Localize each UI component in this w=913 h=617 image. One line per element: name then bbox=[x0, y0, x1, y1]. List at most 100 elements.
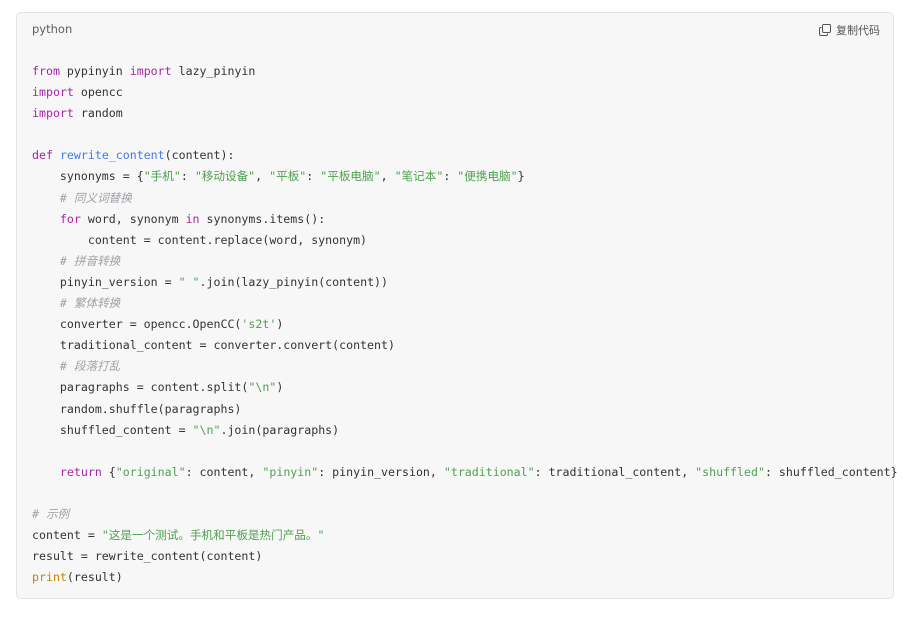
code-token-keyword: in bbox=[185, 211, 200, 226]
code-token: pypinyin bbox=[59, 64, 130, 78]
code-token: : traditional_content, bbox=[534, 464, 696, 479]
code-token: random bbox=[73, 106, 123, 121]
code-token: traditional_content = converter.convert(… bbox=[32, 338, 395, 353]
code-token bbox=[32, 359, 60, 373]
code-token-string: "便携电脑" bbox=[457, 169, 518, 184]
code-token: synonyms.items(): bbox=[199, 211, 326, 226]
code-token-keyword: def bbox=[32, 148, 53, 163]
code-token bbox=[32, 296, 60, 310]
code-token: (result) bbox=[66, 570, 123, 585]
code-token-comment: # 段落打乱 bbox=[59, 359, 121, 374]
code-token-keyword: from bbox=[32, 64, 60, 78]
code-token: : bbox=[443, 169, 458, 184]
code-line: ​ bbox=[32, 441, 898, 462]
copy-code-button[interactable]: 复制代码 bbox=[819, 22, 880, 38]
code-language-label: python bbox=[32, 22, 73, 36]
code-token-string: "\n" bbox=[248, 380, 277, 395]
code-line: ​ bbox=[32, 124, 898, 145]
code-token bbox=[32, 465, 60, 479]
code-token: shuffled_content = bbox=[32, 422, 193, 437]
code-token-string: 's2t' bbox=[241, 317, 277, 332]
code-token-string: "移动设备" bbox=[194, 169, 256, 184]
code-token: pinyin_version = bbox=[32, 274, 179, 289]
code-token: content = content.replace(word, synonym) bbox=[32, 232, 368, 247]
code-token: ) bbox=[276, 317, 284, 332]
code-line: ​ bbox=[32, 483, 898, 504]
code-token: lazy_pinyin bbox=[171, 64, 256, 78]
code-token: : shuffled_content} bbox=[764, 464, 898, 479]
code-token-builtin: print bbox=[32, 570, 67, 585]
code-token-string: "shuffled" bbox=[695, 464, 765, 479]
code-token bbox=[32, 212, 60, 226]
code-token-keyword: return bbox=[59, 464, 102, 479]
code-token: } bbox=[517, 169, 525, 184]
code-token-funcname: rewrite_content bbox=[59, 148, 165, 163]
code-token: (content): bbox=[164, 148, 235, 163]
code-token bbox=[32, 254, 60, 268]
code-line: import random bbox=[32, 103, 898, 124]
code-line: # 拼音转换 bbox=[32, 251, 898, 272]
code-line: for word, synonym in synonyms.items(): bbox=[32, 209, 898, 230]
code-token bbox=[32, 191, 60, 205]
code-line: # 示例 bbox=[32, 504, 898, 525]
code-token-comment: # 繁体转换 bbox=[59, 296, 121, 311]
code-token-string: "\n" bbox=[192, 422, 221, 437]
code-token-string: "平板" bbox=[269, 169, 307, 184]
code-token bbox=[53, 148, 60, 162]
code-line: # 繁体转换 bbox=[32, 293, 898, 314]
code-token-keyword: for bbox=[59, 211, 81, 226]
code-line: def rewrite_content(content): bbox=[32, 145, 898, 166]
code-token: : bbox=[306, 169, 321, 184]
code-token-string: "这是一个测试。手机和平板是热门产品。" bbox=[101, 528, 325, 543]
code-line: random.shuffle(paragraphs) bbox=[32, 399, 898, 420]
code-token-string: "手机" bbox=[143, 169, 181, 184]
code-line: return {"original": content, "pinyin": p… bbox=[32, 462, 898, 483]
code-token: { bbox=[101, 464, 116, 479]
code-token: synonyms = { bbox=[32, 169, 144, 184]
code-token-string: "pinyin" bbox=[262, 464, 319, 479]
code-token: opencc bbox=[73, 85, 123, 100]
code-line: from pypinyin import lazy_pinyin bbox=[32, 61, 898, 82]
code-token: : bbox=[180, 169, 195, 184]
code-line: result = rewrite_content(content) bbox=[32, 546, 898, 567]
code-token: : content, bbox=[185, 464, 263, 479]
code-token: paragraphs = content.split( bbox=[32, 380, 249, 395]
code-token: : pinyin_version, bbox=[318, 464, 444, 479]
code-token-string: "traditional" bbox=[443, 464, 535, 479]
code-token-string: "笔记本" bbox=[394, 169, 444, 184]
code-line: synonyms = {"手机": "移动设备", "平板": "平板电脑", … bbox=[32, 166, 898, 187]
code-token-comment: # 拼音转换 bbox=[59, 253, 121, 268]
code-line: # 段落打乱 bbox=[32, 356, 898, 377]
code-line: print(result) bbox=[32, 567, 898, 588]
code-token-keyword: import bbox=[32, 85, 74, 100]
code-token: content = bbox=[32, 528, 102, 543]
code-token: .join(paragraphs) bbox=[220, 422, 340, 437]
code-line: shuffled_content = "\n".join(paragraphs) bbox=[32, 420, 898, 441]
code-token-comment: # 同义词替换 bbox=[59, 190, 132, 205]
code-token-string: "original" bbox=[115, 464, 186, 479]
code-line: traditional_content = converter.convert(… bbox=[32, 335, 898, 356]
code-token: ) bbox=[276, 380, 284, 395]
code-token-comment: # 示例 bbox=[32, 506, 70, 521]
code-token: , bbox=[255, 169, 270, 184]
code-token-keyword: import bbox=[129, 64, 172, 78]
code-token: , bbox=[380, 169, 395, 184]
code-line: # 同义词替换 bbox=[32, 188, 898, 209]
code-token: result = rewrite_content(content) bbox=[32, 549, 263, 564]
code-token: converter = opencc.OpenCC( bbox=[32, 317, 242, 332]
code-token-string: " " bbox=[178, 274, 200, 289]
code-token: random.shuffle(paragraphs) bbox=[32, 401, 242, 416]
code-token-keyword: import bbox=[32, 106, 74, 121]
code-block: python 复制代码 from pypinyin import lazy_pi… bbox=[16, 12, 898, 599]
code-line: content = content.replace(word, synonym) bbox=[32, 230, 898, 251]
code-line: paragraphs = content.split("\n") bbox=[32, 377, 898, 398]
copy-code-label: 复制代码 bbox=[836, 24, 880, 37]
code-line: content = "这是一个测试。手机和平板是热门产品。" bbox=[32, 525, 898, 546]
code-block-header: python 复制代码 bbox=[17, 13, 893, 47]
code-token: word, synonym bbox=[80, 211, 186, 226]
code-token-string: "平板电脑" bbox=[320, 169, 381, 184]
code-token: .join(lazy_pinyin(content)) bbox=[199, 274, 389, 289]
code-line: converter = opencc.OpenCC('s2t') bbox=[32, 314, 898, 335]
code-line: pinyin_version = " ".join(lazy_pinyin(co… bbox=[32, 272, 898, 293]
